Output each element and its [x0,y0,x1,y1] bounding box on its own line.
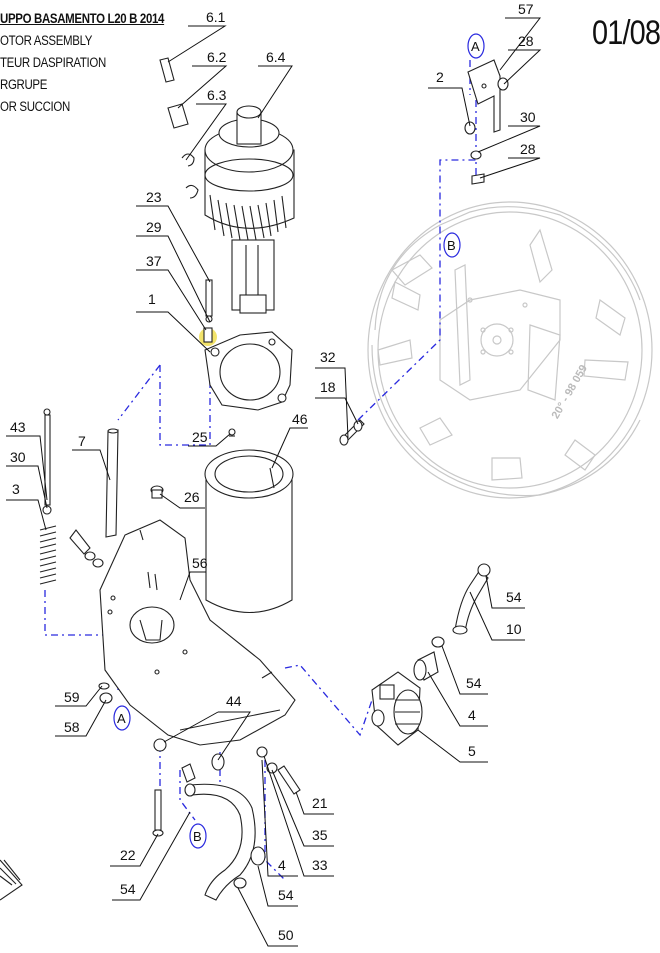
bolt-set-left [69,529,104,568]
callout-2: 2 [436,69,444,85]
callout-7: 7 [78,433,86,449]
callout-58: 58 [64,719,80,735]
callout-22: 22 [120,847,136,863]
callout-29: 29 [146,219,162,235]
callout-33: 33 [312,857,328,873]
callout-23: 23 [146,189,162,205]
base-plate [99,519,296,746]
callout-3: 3 [12,481,20,497]
callout-44: 44 [226,693,242,709]
callout-30-top: 30 [520,109,536,125]
callout-56: 56 [192,555,208,571]
part-26 [150,485,164,499]
assembly-title-fr: TEUR DASPIRATION [0,55,106,70]
gasket-plate-1 [199,279,293,411]
callout-6-1: 6.1 [206,9,226,25]
parts-59-58 [98,682,113,704]
callout-37: 37 [146,253,162,269]
hose-10 [431,563,491,648]
suction-motor-6-4 [204,105,295,314]
callout-57: 57 [518,1,534,17]
leader-lines [6,17,542,947]
marker-b-top: B [447,238,456,253]
crate-corner [0,859,23,901]
assembly-title-de: RGRUPE [0,77,48,92]
bolt-22 [152,789,164,837]
callout-28-top: 28 [518,33,534,49]
callout-32: 32 [320,349,336,365]
callout-labels: 6.1 6.2 6.3 6.4 23 29 37 1 57 28 2 30 28… [10,1,536,943]
callout-21: 21 [312,795,328,811]
rod-43-spring-3 [39,408,57,585]
callout-50: 50 [278,927,294,943]
callout-43: 43 [10,419,26,435]
callout-10: 10 [506,621,522,637]
callout-54-lower-left: 54 [120,881,136,897]
marker-a-bottom: A [117,711,126,726]
callout-4-lower: 4 [278,857,286,873]
callout-4-pump: 4 [468,707,476,723]
callout-6-2: 6.2 [207,49,227,65]
ghost-tank-base: 20° - 98 059 [367,201,653,499]
filter-cylinder-56 [204,428,294,614]
marker-a-top: A [471,39,480,54]
assembly-title-en: OTOR ASSEMBLY [0,33,93,48]
callout-25: 25 [192,429,208,445]
rod-7 [105,428,119,538]
bolt-32-18 [339,419,365,446]
callout-46: 46 [292,411,308,427]
parts-44 [153,738,225,771]
callout-18: 18 [320,379,336,395]
callout-5: 5 [468,743,476,759]
assembly-title-es: OR SUCCION [0,99,70,114]
motor-small-parts [159,57,199,199]
hose-50 [181,763,266,901]
page-number: 01/08 [592,14,660,52]
callout-1: 1 [148,291,156,307]
marker-b-bottom: B [193,829,202,844]
callout-6-3: 6.3 [207,87,227,103]
callout-28-mid: 28 [520,141,536,157]
parts-21-33-35 [256,746,301,795]
assembly-title-block: UPPO BASAMENTO L20 B 2014 OTOR ASSEMBLY … [0,8,170,118]
callout-54-lower-right: 54 [278,887,294,903]
callout-26: 26 [184,489,200,505]
fitting-4 [413,651,439,681]
bracket-57 [464,59,509,185]
reference-markers: A B A B [113,33,485,849]
callout-54-fitting: 54 [466,675,482,691]
callout-6-4: 6.4 [266,49,286,65]
callout-54-hose: 54 [506,589,522,605]
callout-35: 35 [312,827,328,843]
assembly-title: UPPO BASAMENTO L20 B 2014 [0,11,165,26]
callout-30-left: 30 [10,449,26,465]
callout-59: 59 [64,689,80,705]
pump-5 [371,671,423,746]
